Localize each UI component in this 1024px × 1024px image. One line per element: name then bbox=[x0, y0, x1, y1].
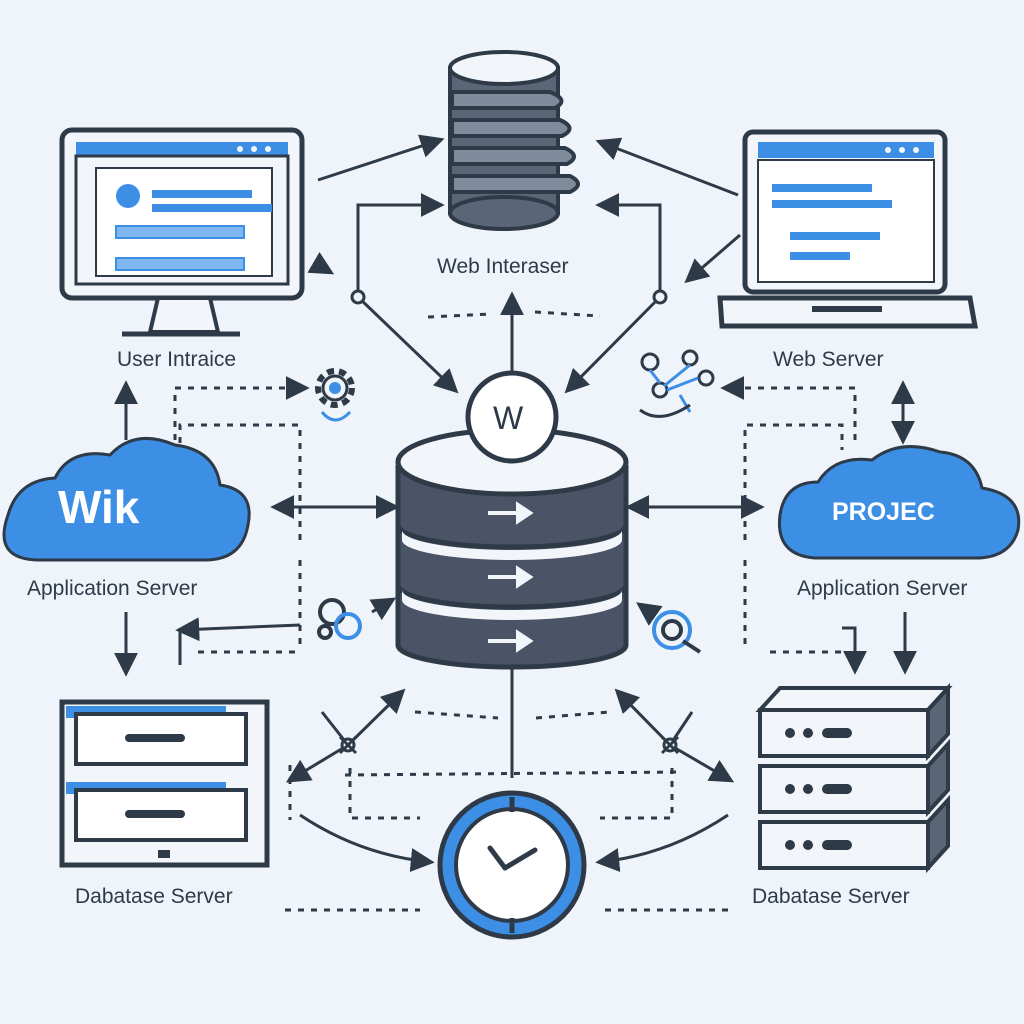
connector-lines bbox=[114, 134, 917, 873]
cloud-left-text: Wik bbox=[58, 481, 140, 533]
search-icon-right bbox=[652, 610, 702, 654]
server-rack-left-icon bbox=[59, 699, 270, 868]
laptop-icon bbox=[717, 129, 978, 329]
left-cloud-icon bbox=[2, 437, 251, 562]
clock-icon bbox=[437, 790, 587, 940]
label-top-left: User Intraice bbox=[117, 348, 237, 371]
gear-icon bbox=[315, 368, 355, 422]
top-database-icon bbox=[448, 50, 580, 231]
label-top-right: Web Server bbox=[773, 348, 884, 371]
desktop-monitor-icon bbox=[59, 127, 305, 337]
junction-cross-icons bbox=[338, 735, 680, 755]
cloud-right-text: PROJEC bbox=[832, 498, 935, 526]
link-icon-left bbox=[317, 598, 362, 640]
dashed-links bbox=[173, 310, 857, 912]
hub-badge-icon bbox=[465, 370, 559, 464]
label-mid-right: Application Server bbox=[797, 577, 968, 600]
server-stack-right-icon bbox=[755, 682, 953, 874]
right-cloud-icon bbox=[777, 445, 1021, 560]
label-bottom-right: Dabatase Server bbox=[752, 885, 910, 908]
label-mid-left: Application Server bbox=[27, 577, 198, 600]
hub-badge-letter: W bbox=[493, 400, 524, 436]
central-database-hub-icon bbox=[395, 427, 629, 670]
label-top-center: Web Interaser bbox=[437, 255, 569, 278]
label-bottom-left: Dabatase Server bbox=[75, 885, 233, 908]
network-nodes-icon bbox=[639, 349, 715, 418]
